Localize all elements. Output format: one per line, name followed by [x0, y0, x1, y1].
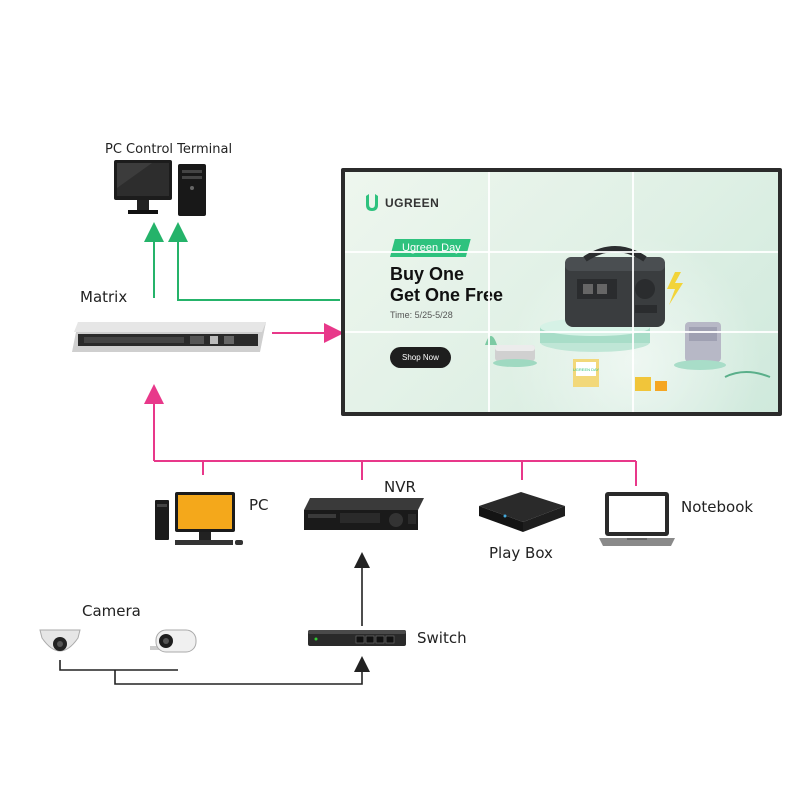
- headline-line1: Buy One: [390, 264, 465, 284]
- dome-camera-icon: [39, 629, 81, 652]
- desktop-pc-icon: [114, 160, 206, 216]
- control-link-wall: [168, 222, 340, 301]
- label-pc: PC: [249, 496, 269, 514]
- desktop-pc-icon: [155, 492, 243, 545]
- promo-headline: Buy One Get One Free: [390, 264, 503, 306]
- ugreen-logo-icon: [366, 194, 378, 211]
- label-notebook: Notebook: [681, 498, 754, 516]
- shop-now-button[interactable]: Shop Now: [390, 347, 451, 368]
- bezel-seam: [345, 251, 778, 253]
- bezel-seam: [345, 331, 778, 333]
- bezel-seam: [488, 172, 490, 412]
- video-wall-screen: UGREEN Ugreen Day Buy One Get One Free T…: [345, 172, 778, 412]
- label-play-box: Play Box: [489, 544, 553, 562]
- notebook-icon: [599, 492, 675, 546]
- bezel-seam: [632, 172, 634, 412]
- promo-time: Time: 5/25-5/28: [390, 310, 453, 320]
- promo-badge: Ugreen Day: [390, 239, 471, 257]
- brand-name: UGREEN: [385, 196, 440, 210]
- nvr-icon: [304, 498, 424, 530]
- label-switch: Switch: [417, 629, 467, 647]
- network-link-cameras: [59, 660, 362, 685]
- product-display-icon: UGREEN DAY: [485, 246, 771, 391]
- play-box-icon: [479, 492, 565, 532]
- label-nvr: NVR: [384, 478, 416, 496]
- brand-logo: UGREEN: [365, 194, 439, 212]
- mini-badge-text: UGREEN DAY: [573, 367, 599, 372]
- label-pc-control-terminal: PC Control Terminal: [105, 142, 233, 157]
- headline-line2: Get One Free: [390, 285, 504, 305]
- label-camera: Camera: [82, 602, 141, 620]
- label-matrix: Matrix: [80, 288, 128, 306]
- network-switch-icon: [308, 630, 406, 646]
- bullet-camera-icon: [150, 629, 197, 653]
- video-wall: UGREEN Ugreen Day Buy One Get One Free T…: [341, 168, 782, 416]
- matrix-switcher-icon: [72, 322, 266, 352]
